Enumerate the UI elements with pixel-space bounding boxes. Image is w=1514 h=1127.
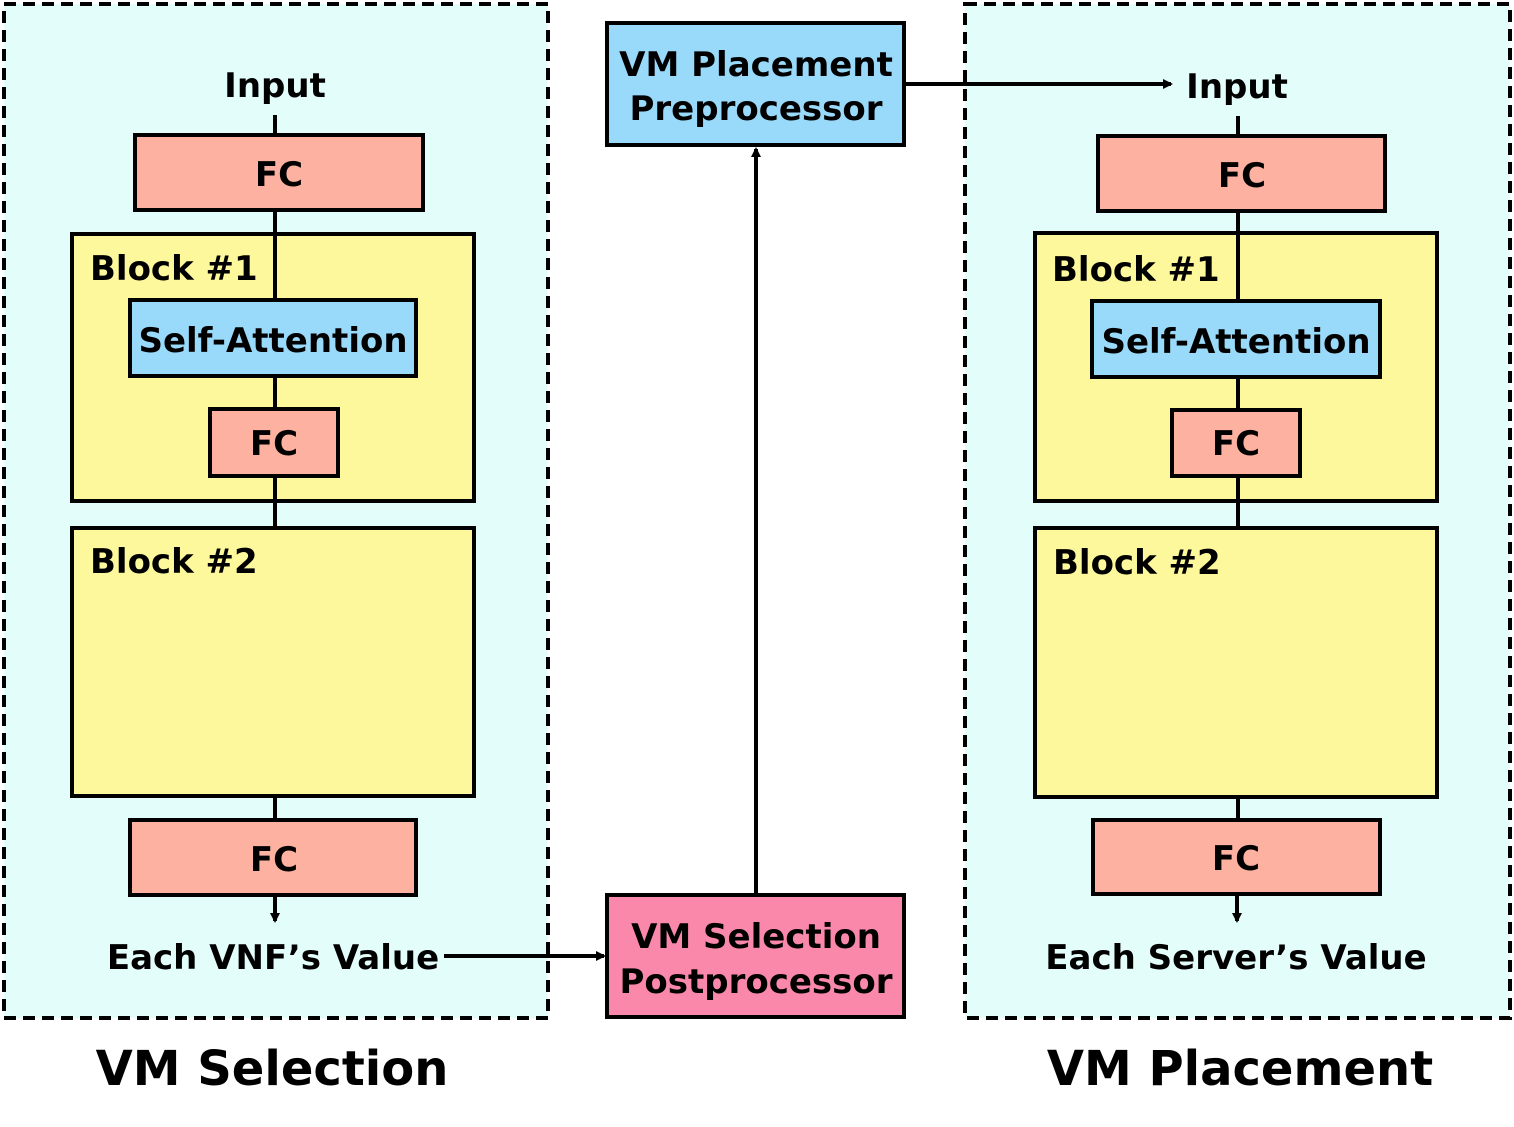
left-block1-label: Block #1	[90, 249, 258, 289]
right-block2	[1033, 526, 1439, 799]
postprocessor-line1: VM Selection	[631, 917, 881, 957]
left-fc-top	[133, 133, 425, 212]
right-fc-bottom	[1091, 818, 1382, 896]
vm-selection-postprocessor	[605, 893, 906, 1019]
right-fc-inner-label: FC	[1212, 424, 1260, 464]
right-fc-bottom-label: FC	[1212, 839, 1260, 879]
preprocessor-line2: Preprocessor	[629, 89, 882, 129]
vm-placement-caption: VM Placement	[1047, 1041, 1433, 1097]
left-fc-bottom	[128, 818, 418, 897]
vm-selection-panel: Input FC Block #1 Self-Attention FC Bloc…	[2, 2, 550, 1020]
right-block1-label: Block #1	[1052, 250, 1220, 290]
right-self-attention	[1090, 299, 1382, 379]
left-fc-top-label: FC	[255, 155, 303, 195]
vm-placement-preprocessor	[605, 21, 906, 147]
right-input-label: Input	[1186, 67, 1288, 107]
left-input-label: Input	[224, 66, 326, 106]
left-self-attention-label: Self-Attention	[138, 321, 407, 361]
preprocessor-line1: VM Placement	[619, 45, 893, 85]
vm-placement-panel: Input FC Block #1 Self-Attention FC Bloc…	[963, 2, 1512, 1020]
left-block2	[70, 526, 476, 798]
left-fc-inner-label: FC	[250, 424, 298, 464]
postprocessor-line2: Postprocessor	[619, 962, 892, 1002]
left-fc-bottom-label: FC	[250, 840, 298, 880]
right-fc-top	[1096, 134, 1387, 213]
right-block2-label: Block #2	[1053, 543, 1221, 583]
left-output-label: Each VNF’s Value	[107, 938, 439, 978]
left-block2-label: Block #2	[90, 542, 258, 582]
right-fc-top-label: FC	[1218, 156, 1266, 196]
vm-selection-caption: VM Selection	[96, 1041, 449, 1097]
left-self-attention	[128, 298, 418, 378]
right-self-attention-label: Self-Attention	[1101, 322, 1370, 362]
right-output-label: Each Server’s Value	[1045, 938, 1426, 978]
right-fc-inner	[1170, 408, 1302, 478]
